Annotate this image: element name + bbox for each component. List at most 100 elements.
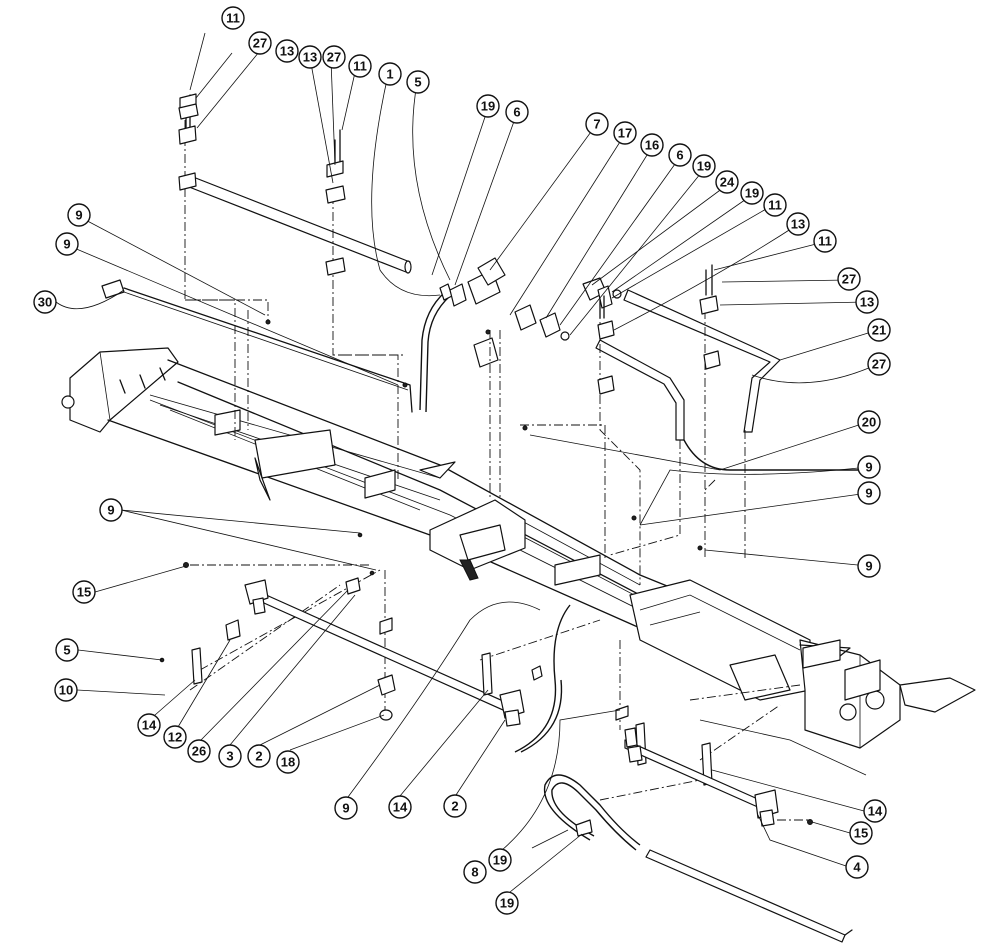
callout-9: 9: [55, 232, 79, 256]
callout-18: 18: [276, 750, 300, 774]
svg-text:11: 11: [818, 234, 832, 249]
callout-8: 8: [463, 860, 487, 884]
callout-2: 2: [443, 794, 467, 818]
svg-text:27: 27: [842, 272, 856, 287]
svg-text:5: 5: [414, 75, 421, 90]
upper-assembly: [101, 174, 860, 471]
svg-text:8: 8: [471, 865, 478, 880]
callout-13: 13: [855, 290, 879, 314]
svg-text:11: 11: [353, 59, 367, 74]
svg-text:7: 7: [593, 117, 600, 132]
svg-text:17: 17: [618, 126, 632, 141]
callout-19: 19: [495, 891, 519, 915]
callout-19: 19: [476, 94, 500, 118]
svg-text:4: 4: [853, 860, 861, 875]
svg-text:9: 9: [107, 503, 114, 518]
svg-text:20: 20: [862, 415, 876, 430]
callout-27: 27: [322, 45, 346, 69]
svg-text:24: 24: [720, 175, 735, 190]
svg-text:27: 27: [872, 357, 886, 372]
svg-text:11: 11: [226, 11, 240, 26]
svg-text:13: 13: [280, 44, 294, 59]
svg-text:9: 9: [865, 559, 872, 574]
callout-21: 21: [867, 318, 891, 342]
callout-19: 19: [740, 181, 764, 205]
callout-14: 14: [137, 713, 161, 737]
svg-text:14: 14: [868, 804, 883, 819]
callout-1: 1: [378, 62, 402, 86]
callout-11: 11: [348, 54, 372, 78]
svg-text:9: 9: [865, 460, 872, 475]
svg-text:15: 15: [77, 585, 91, 600]
svg-text:9: 9: [865, 486, 872, 501]
callout-9: 9: [857, 554, 881, 578]
svg-text:13: 13: [303, 50, 317, 65]
callout-17: 17: [613, 121, 637, 145]
svg-text:13: 13: [791, 217, 805, 232]
callout-9: 9: [99, 498, 123, 522]
svg-text:30: 30: [38, 295, 52, 310]
svg-text:2: 2: [255, 749, 262, 764]
callout-9: 9: [334, 796, 358, 820]
svg-text:11: 11: [768, 198, 782, 213]
callout-11: 11: [813, 229, 837, 253]
svg-text:6: 6: [513, 105, 520, 120]
callout-7: 7: [585, 112, 609, 136]
callout-15: 15: [849, 821, 873, 845]
callout-27: 27: [248, 31, 272, 55]
callout-2: 2: [247, 744, 271, 768]
svg-text:19: 19: [493, 853, 507, 868]
callout-5: 5: [55, 638, 79, 662]
hardware-top: [178, 93, 721, 395]
callouts: 11 27 13 13 27 11 1 5 19 6 7 17 16 6 19 …: [33, 6, 891, 915]
callout-13: 13: [298, 45, 322, 69]
callout-12: 12: [163, 725, 187, 749]
callout-15: 15: [72, 580, 96, 604]
svg-text:12: 12: [168, 730, 182, 745]
svg-text:27: 27: [253, 36, 267, 51]
leader-lines: [55, 32, 879, 893]
callout-10: 10: [54, 678, 78, 702]
svg-text:13: 13: [860, 295, 874, 310]
svg-text:9: 9: [342, 801, 349, 816]
callout-19: 19: [692, 154, 716, 178]
svg-text:2: 2: [451, 799, 458, 814]
callout-9: 9: [857, 455, 881, 479]
callout-27: 27: [837, 267, 861, 291]
svg-text:19: 19: [745, 186, 759, 201]
callout-13: 13: [786, 212, 810, 236]
callout-6: 6: [505, 100, 529, 124]
svg-text:3: 3: [226, 749, 233, 764]
callout-9: 9: [857, 481, 881, 505]
svg-text:18: 18: [281, 755, 295, 770]
svg-text:16: 16: [645, 138, 659, 153]
callout-13: 13: [275, 39, 299, 63]
svg-text:1: 1: [386, 67, 393, 82]
callout-16: 16: [640, 133, 664, 157]
callout-11: 11: [221, 6, 245, 30]
callout-5: 5: [406, 70, 430, 94]
callout-19: 19: [488, 848, 512, 872]
svg-text:19: 19: [481, 99, 495, 114]
callout-14: 14: [388, 795, 412, 819]
svg-text:26: 26: [192, 744, 206, 759]
callout-30: 30: [33, 290, 57, 314]
svg-text:19: 19: [697, 159, 711, 174]
svg-text:9: 9: [63, 237, 70, 252]
svg-text:5: 5: [63, 643, 70, 658]
callout-9: 9: [67, 203, 91, 227]
callout-6: 6: [668, 143, 692, 167]
boom-body: [61, 347, 976, 749]
svg-text:6: 6: [676, 148, 683, 163]
callout-4: 4: [845, 855, 869, 879]
callout-20: 20: [857, 410, 881, 434]
svg-text:21: 21: [872, 323, 886, 338]
lower-assembly: [159, 319, 853, 943]
callout-3: 3: [218, 744, 242, 768]
callout-14: 14: [863, 799, 887, 823]
svg-text:14: 14: [142, 718, 157, 733]
callout-11: 11: [763, 193, 787, 217]
svg-text:14: 14: [393, 800, 408, 815]
